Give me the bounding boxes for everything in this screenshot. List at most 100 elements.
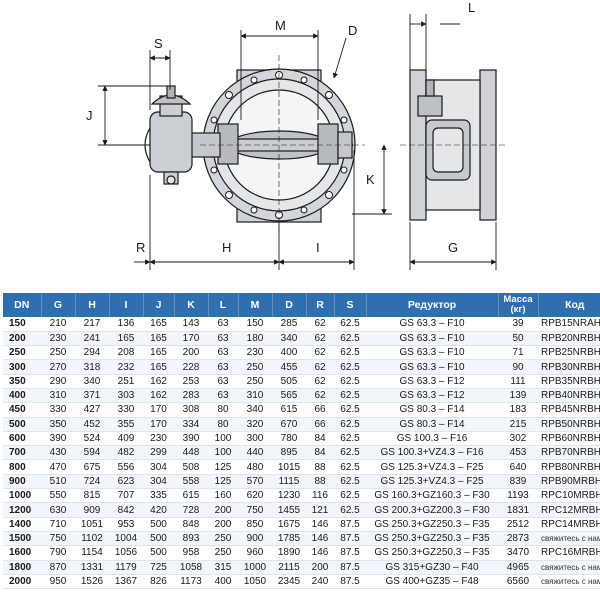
cell-r: 84 bbox=[306, 445, 334, 461]
cell-k: 200 bbox=[174, 345, 208, 361]
cell-h: 371 bbox=[75, 388, 109, 404]
front-view bbox=[189, 68, 356, 223]
cell-mass: 183 bbox=[498, 402, 538, 418]
col-header-i: I bbox=[109, 293, 144, 317]
cell-r: 62 bbox=[306, 345, 334, 361]
dim-label-d: D bbox=[348, 23, 357, 38]
cell-h: 340 bbox=[75, 374, 109, 389]
cell-code: RPB70NRBH bbox=[538, 445, 600, 461]
cell-reducer: GS 63.3 – F10 bbox=[366, 317, 498, 332]
cell-reducer: GS 250.3+GZ250.3 – F35 bbox=[366, 517, 498, 532]
dim-label-r: R bbox=[136, 240, 145, 255]
cell-code: RPB50NRBH bbox=[538, 417, 600, 432]
cell-l: 63 bbox=[208, 331, 238, 347]
cell-s: 87.5 bbox=[334, 545, 366, 561]
cell-m: 250 bbox=[238, 374, 272, 389]
cell-i: 842 bbox=[109, 502, 143, 518]
cell-m: 1050 bbox=[238, 574, 272, 590]
cell-r: 62 bbox=[306, 317, 334, 332]
cell-h: 1154 bbox=[75, 545, 109, 561]
cell-s: 62.5 bbox=[334, 417, 366, 432]
cell-mass: 1831 bbox=[498, 502, 538, 518]
cell-d: 400 bbox=[272, 345, 306, 361]
cell-reducer: GS 160.3+GZ160.3 – F30 bbox=[366, 488, 498, 504]
cell-m: 310 bbox=[238, 388, 272, 404]
cell-dn: 2000 bbox=[3, 574, 41, 590]
cell-k: 283 bbox=[174, 388, 208, 404]
cell-reducer: GS 250.3+GZ250.3 – F35 bbox=[366, 531, 498, 547]
cell-k: 170 bbox=[174, 331, 208, 347]
cell-d: 2345 bbox=[272, 574, 306, 590]
actuator bbox=[144, 85, 193, 185]
cell-l: 315 bbox=[208, 560, 238, 575]
cell-h: 427 bbox=[75, 402, 109, 418]
cell-g: 550 bbox=[41, 488, 75, 504]
cell-dn: 200 bbox=[3, 331, 41, 347]
cell-reducer: GS 80.3 – F14 bbox=[366, 402, 498, 418]
cell-m: 230 bbox=[238, 345, 272, 361]
cell-h: 675 bbox=[75, 459, 109, 475]
cell-g: 230 bbox=[41, 331, 75, 347]
cell-mass: 2512 bbox=[498, 517, 538, 532]
cell-m: 570 bbox=[238, 474, 272, 490]
cell-d: 1455 bbox=[272, 502, 306, 518]
cell-r: 66 bbox=[306, 417, 334, 432]
cell-h: 594 bbox=[75, 445, 109, 461]
cell-d: 2115 bbox=[272, 560, 306, 575]
cell-r: 146 bbox=[306, 531, 334, 547]
side-view bbox=[409, 69, 497, 221]
cell-k: 848 bbox=[174, 517, 208, 532]
cell-mass: 3470 bbox=[498, 545, 538, 561]
cell-m: 300 bbox=[238, 431, 272, 447]
col-header-reducer: Редуктор bbox=[366, 293, 499, 317]
col-header-mass: Масса (кг) bbox=[498, 293, 539, 317]
cell-h: 1331 bbox=[75, 560, 109, 575]
cell-r: 88 bbox=[306, 474, 334, 490]
cell-h: 1051 bbox=[75, 517, 109, 532]
cell-g: 750 bbox=[41, 531, 75, 547]
cell-j: 165 bbox=[143, 359, 174, 375]
cell-h: 524 bbox=[75, 431, 109, 447]
cell-l: 80 bbox=[208, 402, 238, 418]
cell-i: 623 bbox=[109, 474, 143, 490]
cell-mass: 111 bbox=[498, 374, 538, 389]
col-header-mass-line1: Масса bbox=[503, 294, 533, 305]
cell-i: 1179 bbox=[109, 560, 143, 575]
cell-i: 232 bbox=[109, 359, 143, 375]
cell-s: 62.5 bbox=[334, 402, 366, 418]
cell-dn: 800 bbox=[3, 459, 41, 475]
cell-m: 320 bbox=[238, 417, 272, 432]
cell-i: 330 bbox=[109, 402, 143, 418]
col-header-g: G bbox=[41, 293, 76, 317]
cell-s: 62.5 bbox=[334, 374, 366, 389]
cell-m: 620 bbox=[238, 488, 272, 504]
cell-mass: 640 bbox=[498, 459, 538, 475]
cell-code: свяжитесь с нами bbox=[538, 560, 600, 575]
cell-reducer: GS 400+GZ35 – F48 bbox=[366, 574, 498, 590]
cell-l: 63 bbox=[208, 359, 238, 375]
cell-reducer: GS 315+GZ30 – F40 bbox=[366, 560, 498, 575]
cell-g: 330 bbox=[41, 402, 75, 418]
col-header-code: Код bbox=[538, 293, 600, 317]
cell-s: 87.5 bbox=[334, 574, 366, 590]
cell-l: 63 bbox=[208, 388, 238, 404]
cell-s: 62.5 bbox=[334, 445, 366, 461]
cell-mass: 90 bbox=[498, 359, 538, 375]
cell-j: 299 bbox=[143, 445, 174, 461]
cell-r: 62 bbox=[306, 359, 334, 375]
cell-m: 480 bbox=[238, 459, 272, 475]
cell-l: 160 bbox=[208, 488, 238, 504]
cell-l: 63 bbox=[208, 317, 238, 332]
cell-l: 400 bbox=[208, 574, 238, 590]
cell-s: 62.5 bbox=[334, 345, 366, 361]
cell-d: 455 bbox=[272, 359, 306, 375]
cell-s: 62.5 bbox=[334, 331, 366, 347]
cell-h: 815 bbox=[75, 488, 109, 504]
dim-label-h: H bbox=[222, 240, 231, 255]
cell-k: 728 bbox=[174, 502, 208, 518]
